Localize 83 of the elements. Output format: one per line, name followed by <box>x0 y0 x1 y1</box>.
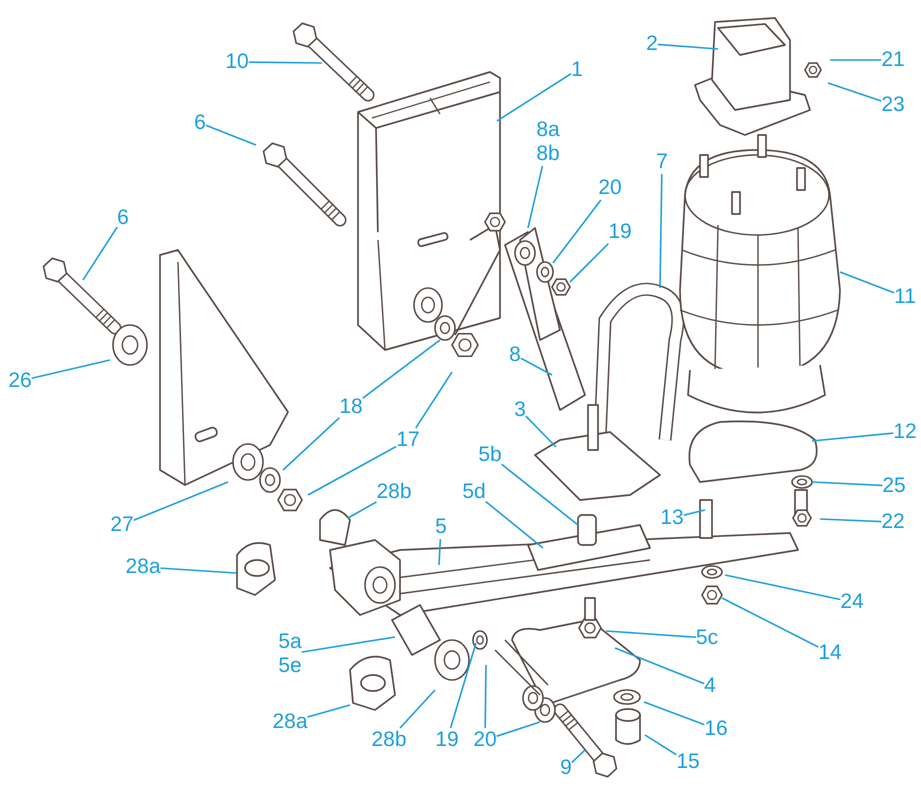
leader-line <box>606 630 696 638</box>
leader-line <box>248 61 322 64</box>
leader-line <box>501 464 578 526</box>
leader-line <box>82 226 118 280</box>
leader-line <box>527 166 544 228</box>
leader-line <box>571 749 586 764</box>
leader-line <box>684 509 706 516</box>
callout-number: 12 <box>893 420 917 444</box>
leader-line <box>308 446 397 496</box>
callout-number: 16 <box>704 717 728 741</box>
leader-line <box>659 174 663 288</box>
leader-line <box>614 647 704 684</box>
leader-line <box>820 518 882 522</box>
leader-line <box>569 243 609 283</box>
callout-number: 8 <box>509 343 521 367</box>
callout-number: 17 <box>396 428 420 452</box>
callout-number: 14 <box>818 641 842 665</box>
callout-number: 1 <box>571 58 583 82</box>
callout-number: 5c <box>696 626 718 650</box>
leader-line <box>812 432 894 442</box>
callout-number: 7 <box>656 150 668 174</box>
callout-number: 11 <box>894 285 916 309</box>
callout-number: 28b <box>376 480 412 504</box>
leader-line <box>348 501 377 519</box>
leader-line <box>32 359 110 380</box>
callout-number: 5b <box>478 443 502 467</box>
leader-line <box>552 200 602 264</box>
leader-line <box>206 124 256 146</box>
callout-number: 4 <box>704 674 716 698</box>
leader-line <box>450 642 477 728</box>
callout-number: 13 <box>660 506 684 530</box>
leader-line <box>307 704 350 718</box>
callout-number: 6 <box>194 111 206 135</box>
leader-line <box>302 636 396 653</box>
callout-number: 18 <box>339 395 363 419</box>
leader-line <box>133 481 228 521</box>
callout-number: 28a <box>125 555 161 579</box>
leader-line <box>658 44 718 50</box>
callout-number: 8b <box>536 142 560 166</box>
leader-line <box>399 689 436 729</box>
leader-line <box>362 339 440 399</box>
leader-line <box>415 372 453 428</box>
callout-number: 22 <box>881 510 905 534</box>
callout-number: 23 <box>881 93 905 117</box>
leader-line <box>282 417 340 471</box>
leader-line <box>644 734 677 756</box>
leader-line <box>840 271 894 294</box>
leader-line <box>496 721 540 737</box>
callout-number: 21 <box>881 48 905 72</box>
leader-line <box>438 538 442 566</box>
callout-number: 28b <box>371 728 407 752</box>
leader-line <box>525 415 557 448</box>
callout-number: 15 <box>676 750 700 774</box>
callout-number: 28a <box>272 710 308 734</box>
callout-number: 20 <box>473 728 497 752</box>
callout-number: 5d <box>462 480 486 504</box>
leader-line <box>160 567 236 574</box>
callout-number: 9 <box>560 756 572 780</box>
callout-number: 5a <box>278 630 302 654</box>
leader-line <box>812 481 882 486</box>
callout-number: 3 <box>514 398 526 422</box>
leader-line <box>644 701 705 726</box>
leader-line <box>724 574 840 600</box>
callout-number: 8a <box>536 118 560 142</box>
callout-number: 19 <box>435 728 459 752</box>
leader-line <box>828 82 882 102</box>
callout-number: 26 <box>8 369 32 393</box>
leader-line <box>496 73 572 122</box>
leader-line <box>485 500 544 549</box>
callout-number: 19 <box>608 220 632 244</box>
callout-number: 27 <box>110 513 134 537</box>
leader-line <box>520 357 552 376</box>
callout-number: 2 <box>646 32 658 56</box>
callout-number: 10 <box>225 50 249 74</box>
callout-number: 25 <box>882 474 906 498</box>
callout-number: 5 <box>435 515 447 539</box>
callout-number: 5e <box>278 654 302 678</box>
callout-number: 20 <box>598 176 622 200</box>
leader-line <box>722 597 819 648</box>
callout-number: 24 <box>840 590 864 614</box>
leader-line <box>484 664 487 728</box>
leader-line <box>830 59 882 61</box>
callout-number: 6 <box>117 206 129 230</box>
